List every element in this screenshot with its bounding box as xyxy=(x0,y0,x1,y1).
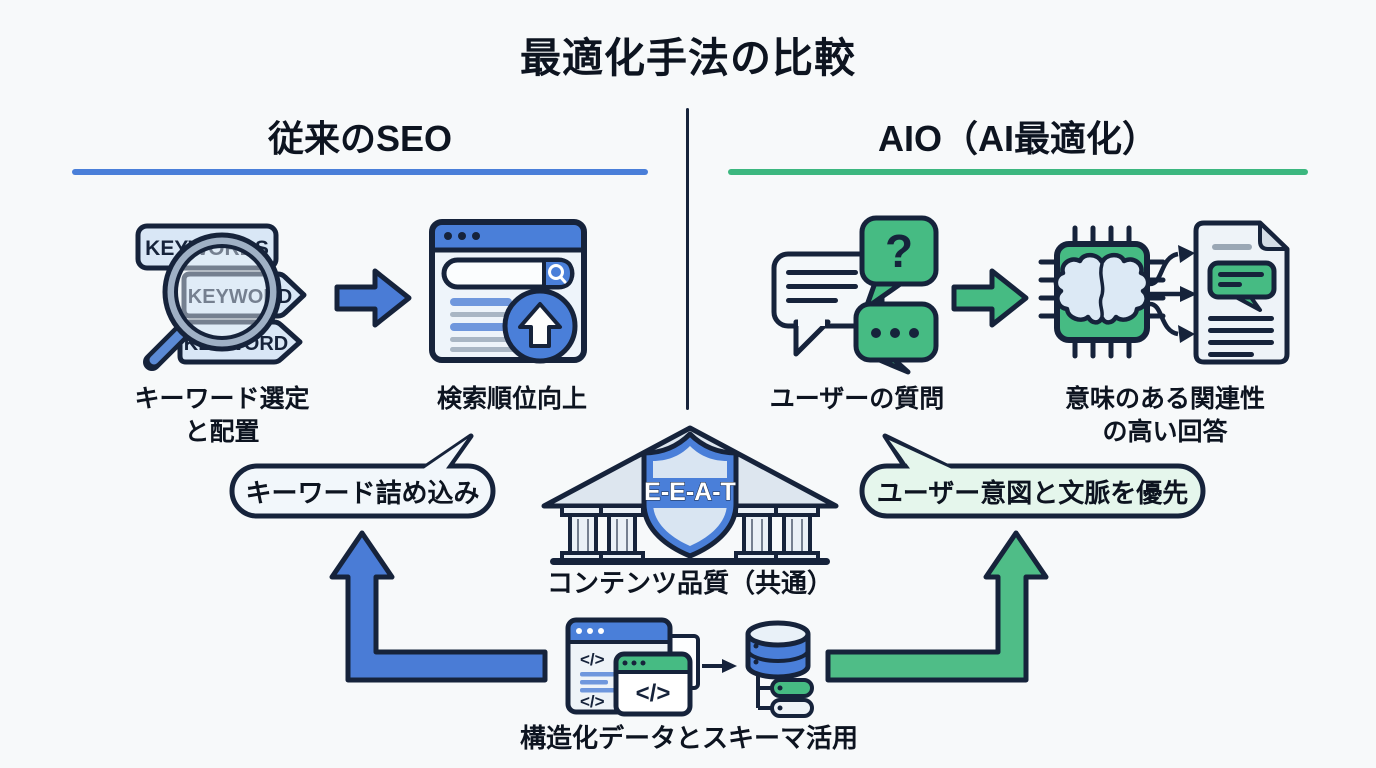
rank-up-icon xyxy=(502,288,578,364)
aio-column-header: AIO（AI最適化） xyxy=(877,118,1158,159)
database-schema-icon xyxy=(745,620,814,718)
aio-step2-caption: 意味のある関連性 の高い回答 xyxy=(1064,385,1265,446)
code-glyph-top: </> xyxy=(580,650,605,669)
aio-callout-bubble xyxy=(859,433,1206,519)
seo-step1-caption: キーワード選定 と配置 xyxy=(134,385,310,446)
brain-icon xyxy=(1053,252,1151,325)
ai-chip-brain-icon xyxy=(1038,225,1166,359)
aio-header-underline xyxy=(728,169,1308,175)
seo-header-underline xyxy=(72,169,648,175)
branching-arrows-icon xyxy=(1149,245,1197,343)
aio-callout-label: ユーザー意図と文脈を優先 xyxy=(876,477,1189,508)
search-icon xyxy=(548,264,567,284)
user-question-icon: ? xyxy=(771,215,939,375)
magnifier-icon xyxy=(143,232,282,371)
question-mark: ? xyxy=(885,225,913,277)
answer-document-icon xyxy=(1193,220,1290,365)
eeat-shield-icon: E-E-A-T xyxy=(641,431,739,559)
content-quality-caption: コンテンツ品質（共通） xyxy=(546,568,833,598)
aio-step1-caption: ユーザーの質問 xyxy=(769,385,945,413)
seo-step2-caption: 検索順位向上 xyxy=(436,385,587,413)
eeat-temple-icon: E-E-A-T xyxy=(541,425,839,565)
page-title: 最適化手法の比較 xyxy=(520,35,856,81)
column-divider xyxy=(686,108,689,410)
code-glyph-bottom: </> xyxy=(580,692,605,711)
aio-feedback-arrow xyxy=(825,530,1049,683)
seo-callout-label: キーワード詰め込み xyxy=(245,477,480,508)
answer-snippet-icon xyxy=(1207,260,1277,312)
keyword-research-icon: KEYWORDS KEYWORD KEYWORD xyxy=(135,223,307,371)
seo-callout-bubble xyxy=(229,433,496,519)
eeat-shield-label: E-E-A-T xyxy=(644,478,736,506)
structured-data-caption: 構造化データとスキーマ活用 xyxy=(519,723,858,753)
temple-columns xyxy=(560,504,820,564)
question-bubble-icon: ? xyxy=(859,215,939,311)
structured-data-code-icon: </> </> </> xyxy=(565,617,737,717)
typing-bubble-icon xyxy=(853,301,939,375)
seo-feedback-arrow xyxy=(329,530,548,683)
aio-flow-arrow-icon xyxy=(951,268,1029,328)
seo-column-header: 従来のSEO xyxy=(267,118,453,159)
seo-flow-arrow-icon xyxy=(334,268,412,328)
search-ranking-icon xyxy=(429,219,587,364)
code-glyph-front: </> xyxy=(636,680,671,707)
